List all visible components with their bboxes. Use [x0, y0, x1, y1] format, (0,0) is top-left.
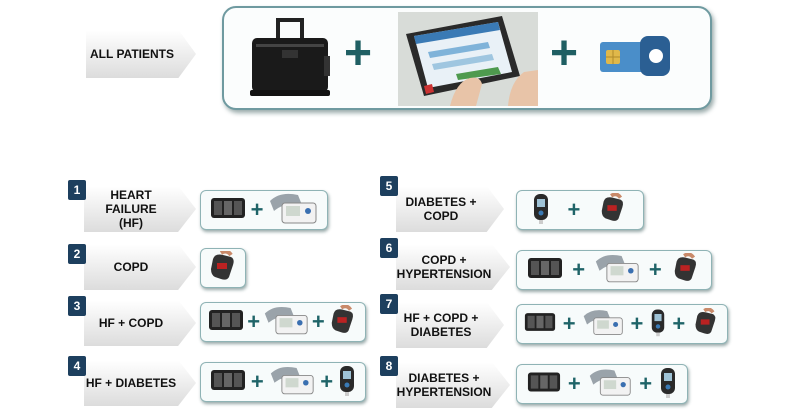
bag-icon: [250, 18, 330, 96]
group-arrow-hf-copd: HF + COPD: [84, 300, 196, 346]
glucometer-icon: [532, 192, 550, 229]
group-number-badge: 4: [68, 356, 86, 376]
scale-icon: [527, 257, 563, 284]
tablet-icon: [398, 12, 538, 106]
all-patients-arrow: ALL PATIENTS: [86, 30, 196, 78]
scale-icon: [208, 309, 244, 336]
group-arrow-hf-copd-diabetes: HF + COPD +DIABETES: [396, 302, 504, 348]
group-arrow-heart-failure: HEART FAILURE(HF): [84, 186, 196, 232]
group-label: DIABETES +HYPERTENSION: [396, 371, 492, 399]
scale-icon: [210, 369, 246, 396]
group-arrow-copd-hypertension: COPD +HYPERTENSION: [396, 244, 510, 290]
glucometer-icon: [650, 307, 666, 342]
plus-sign: +: [550, 27, 579, 80]
sim-card-icon: [600, 36, 670, 76]
plus-sign: +: [344, 27, 373, 80]
plus-sign: +: [567, 371, 581, 396]
plus-sign: +: [562, 311, 576, 336]
group-devices-box: +: [516, 190, 644, 230]
pulse-oximeter-icon: [207, 248, 239, 286]
group-label: HF + DIABETES: [85, 376, 177, 390]
group-label: HF + COPD: [98, 316, 164, 330]
group-label: COPD +HYPERTENSION: [396, 253, 492, 281]
plus-sign: +: [567, 197, 581, 222]
group-label: HF + COPD +DIABETES: [403, 311, 479, 339]
scale-icon: [210, 197, 246, 224]
group-devices-box: + +: [516, 364, 688, 404]
blood-pressure-monitor-icon: [263, 304, 309, 341]
plus-sign: +: [247, 309, 261, 334]
group-number-badge: 7: [380, 294, 398, 314]
scale-icon: [527, 371, 561, 398]
pulse-oximeter-icon: [328, 303, 358, 340]
plus-sign: +: [639, 371, 653, 396]
plus-sign: +: [572, 257, 586, 282]
group-arrow-diabetes-hypertension: DIABETES +HYPERTENSION: [396, 362, 510, 408]
group-devices-box: + + +: [516, 304, 728, 344]
plus-sign: +: [630, 311, 644, 336]
glucometer-icon: [659, 366, 677, 403]
group-arrow-hf-diabetes: HF + DIABETES: [84, 360, 196, 406]
group-number-badge: 6: [380, 238, 398, 258]
glucometer-icon: [338, 364, 356, 401]
plus-sign: +: [672, 311, 686, 336]
plus-sign: +: [648, 257, 662, 282]
pulse-oximeter-icon: [692, 306, 720, 341]
group-number-badge: 5: [380, 176, 398, 196]
group-label: COPD: [113, 260, 149, 274]
pulse-oximeter-icon: [598, 191, 628, 228]
blood-pressure-monitor-icon: [268, 191, 318, 230]
blood-pressure-monitor-icon: [582, 307, 624, 342]
blood-pressure-monitor-icon: [269, 364, 315, 401]
group-arrow-copd: COPD: [84, 244, 196, 290]
group-number-badge: 3: [68, 296, 86, 316]
group-number-badge: 1: [68, 180, 86, 200]
group-devices-box: [200, 248, 246, 288]
all-patients-devices-frame: + +: [222, 6, 712, 110]
plus-sign: +: [311, 309, 325, 334]
group-arrow-diabetes-copd: DIABETES +COPD: [396, 186, 504, 232]
plus-sign: +: [250, 369, 264, 394]
pulse-oximeter-icon: [671, 251, 701, 288]
plus-sign: +: [320, 369, 334, 394]
blood-pressure-monitor-icon: [588, 366, 632, 403]
group-devices-box: +: [200, 190, 328, 230]
group-devices-box: + +: [516, 250, 712, 290]
group-label: HEART FAILURE(HF): [105, 188, 157, 230]
blood-pressure-monitor-icon: [594, 252, 640, 289]
group-devices-box: + +: [200, 302, 366, 342]
plus-sign: +: [250, 197, 264, 222]
all-patients-label: ALL PATIENTS: [90, 47, 174, 61]
scale-icon: [524, 312, 556, 337]
group-devices-box: + +: [200, 362, 366, 402]
group-number-badge: 8: [380, 356, 398, 376]
group-label: DIABETES +COPD: [405, 195, 477, 223]
group-number-badge: 2: [68, 244, 86, 264]
